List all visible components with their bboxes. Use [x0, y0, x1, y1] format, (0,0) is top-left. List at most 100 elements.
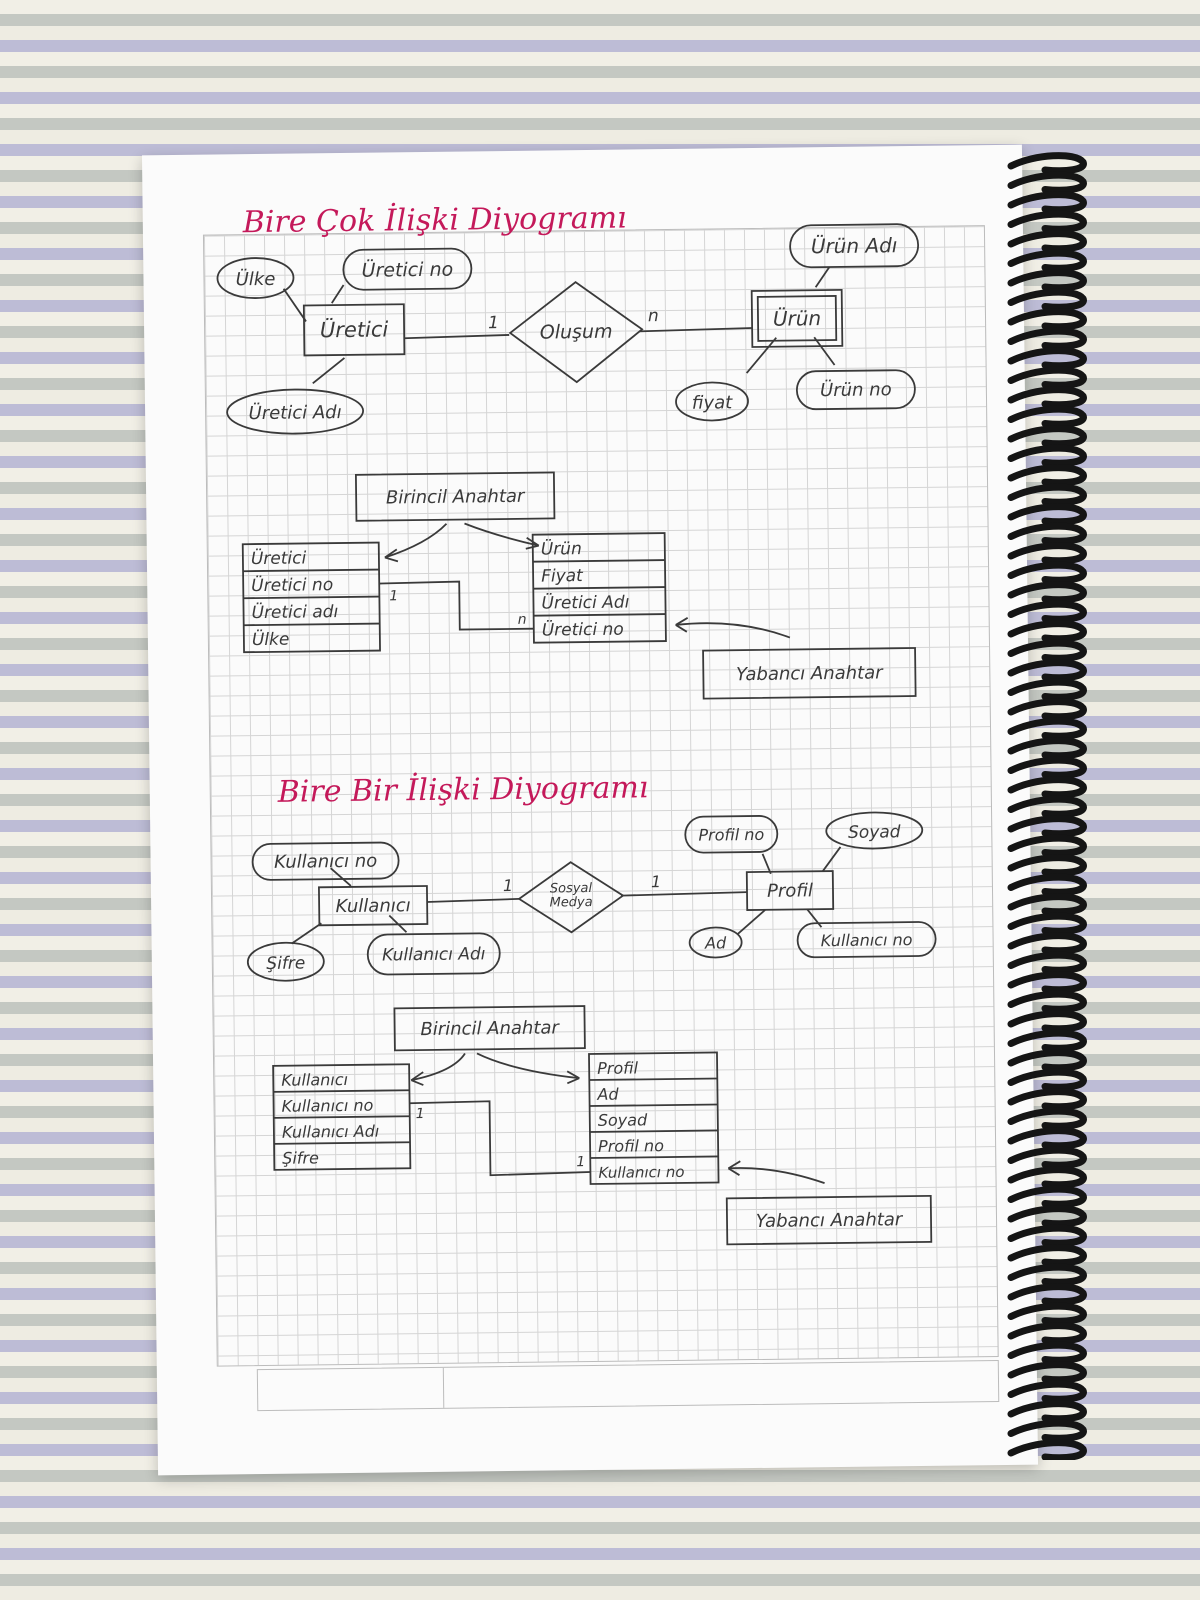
- attr-uretici-no: Üretici no: [342, 247, 473, 291]
- spiral-coil: [1007, 1088, 1087, 1111]
- svg-text:Sosyal: Sosyal: [550, 881, 593, 897]
- spiral-coil: [1007, 678, 1087, 701]
- table-uretici-row: Ülke: [252, 628, 290, 650]
- spiral-binding: [1007, 152, 1087, 1460]
- svg-text:Birincil Anahtar: Birincil Anahtar: [420, 1017, 560, 1040]
- entity-uretici: Üretici: [302, 303, 406, 357]
- spiral-coil: [1007, 249, 1087, 272]
- spiral-coil: [1007, 639, 1087, 662]
- spiral-coil: [1007, 834, 1087, 857]
- svg-text:Ülke: Ülke: [236, 268, 276, 290]
- relationship-sosyal-medya: Sosyal Medya: [517, 861, 625, 934]
- svg-text:Oluşum: Oluşum: [540, 321, 613, 344]
- table-urun: Ürün Fiyat Üretici Adı Üretici no: [531, 532, 667, 644]
- spiral-coil: [1007, 561, 1087, 584]
- spiral-coil: [1007, 327, 1087, 350]
- spiral-coil: [1007, 893, 1087, 916]
- spiral-coil: [1007, 542, 1087, 565]
- card-left: 1: [488, 313, 499, 333]
- spiral-coil: [1007, 698, 1087, 721]
- table-kullanici-row: Kullanıcı: [281, 1070, 348, 1090]
- spiral-coil: [1007, 1010, 1087, 1033]
- svg-text:1: 1: [389, 588, 398, 604]
- svg-text:Ad: Ad: [704, 933, 727, 952]
- arrow-pk-left-2: [411, 1053, 466, 1082]
- foreign-key-label-2: Yabancı Anahtar: [725, 1194, 933, 1246]
- entity-profil: Profil: [745, 870, 835, 911]
- spiral-coil: [1007, 308, 1087, 331]
- attr-ulke: Ülke: [216, 257, 295, 299]
- spiral-coil: [1007, 288, 1087, 311]
- spiral-coil: [1007, 230, 1087, 253]
- table-uretici-row: Üretici: [251, 546, 307, 569]
- relationship-olusum: Oluşum: [508, 281, 644, 384]
- spiral-coil: [1007, 815, 1087, 838]
- spiral-coil: [1007, 951, 1087, 974]
- spiral-coil: [1007, 522, 1087, 545]
- table-kullanici-row: Şifre: [282, 1148, 319, 1167]
- spiral-coil: [1007, 483, 1087, 506]
- spiral-coil: [1007, 1361, 1087, 1384]
- primary-key-label-2: Birincil Anahtar: [393, 1005, 586, 1052]
- table-profil-row: Ad: [596, 1085, 619, 1104]
- spiral-coil: [1007, 737, 1087, 760]
- svg-text:Kullanıcı no: Kullanıcı no: [274, 851, 377, 873]
- spiral-coil: [1007, 1127, 1087, 1150]
- spiral-coil: [1007, 581, 1087, 604]
- foreign-key-label-1: Yabancı Anahtar: [702, 647, 917, 700]
- spiral-coil: [1007, 659, 1087, 682]
- entity-kullanici: Kullanıcı: [318, 885, 429, 927]
- svg-text:Yabancı Anahtar: Yabancı Anahtar: [736, 662, 884, 685]
- attr-uretici-adi: Üretici Adı: [226, 388, 365, 435]
- fk-link-line-1: [379, 580, 534, 631]
- spiral-coil: [1007, 1380, 1087, 1403]
- table-uretici-row: Üretici adı: [251, 600, 338, 623]
- spiral-coil: [1007, 1341, 1087, 1364]
- table-kullanici: Kullanıcı Kullanıcı no Kullanıcı Adı Şif…: [272, 1063, 412, 1171]
- title-one-to-many: Bire Çok İlişki Diyogramı: [242, 200, 627, 241]
- svg-text:fiyat: fiyat: [692, 392, 734, 414]
- spiral-coil: [1007, 600, 1087, 623]
- spiral-coil: [1007, 1205, 1087, 1228]
- table-profil-row: Profil: [597, 1058, 639, 1078]
- spiral-coil: [1007, 990, 1087, 1013]
- spiral-coil: [1007, 405, 1087, 428]
- spiral-coil: [1007, 620, 1087, 643]
- spiral-coil: [1007, 1029, 1087, 1052]
- svg-text:1: 1: [416, 1106, 425, 1122]
- attr-ad: Ad: [688, 926, 743, 959]
- spiral-coil: [1007, 425, 1087, 448]
- table-urun-row: Üretici Adı: [541, 591, 629, 614]
- title-one-to-one: Bire Bir İlişki Diyogramı: [277, 769, 649, 810]
- spiral-coil: [1007, 1283, 1087, 1306]
- spiral-coil: [1007, 971, 1087, 994]
- svg-text:Üretici Adı: Üretici Adı: [248, 401, 341, 424]
- svg-text:Kullanıcı no: Kullanıcı no: [821, 930, 913, 950]
- attr-urun-adi: Ürün Adı: [789, 223, 920, 269]
- attr-soyad: Soyad: [825, 811, 924, 850]
- attr-sifre: Şifre: [246, 941, 325, 982]
- handwritten-diagrams: Bire Çok İlişki Diyogramı Ülke Üretici n…: [216, 200, 937, 1246]
- svg-text:Yabancı Anahtar: Yabancı Anahtar: [756, 1209, 904, 1232]
- card-right: n: [648, 306, 659, 326]
- entity-urun-weak: Ürün: [750, 288, 844, 348]
- svg-text:Kullanıcı: Kullanıcı: [335, 895, 410, 917]
- spiral-coil: [1007, 854, 1087, 877]
- attr-profil-no: Profil no: [684, 815, 779, 854]
- table-kullanici-row: Kullanıcı no: [281, 1096, 373, 1116]
- spiral-coil: [1007, 444, 1087, 467]
- spiral-coil: [1007, 152, 1087, 175]
- spiral-coil: [1007, 1419, 1087, 1442]
- table-urun-row: Üretici no: [542, 618, 624, 641]
- svg-text:Profil no: Profil no: [698, 825, 764, 845]
- attr-kullanici-no: Kullanıcı no: [251, 841, 400, 881]
- spiral-coil: [1007, 756, 1087, 779]
- spiral-coil: [1007, 932, 1087, 955]
- spiral-coil: [1007, 873, 1087, 896]
- spiral-coil: [1007, 1068, 1087, 1091]
- attr-urun-no: Ürün no: [795, 369, 916, 411]
- spiral-coil: [1007, 1166, 1087, 1189]
- svg-text:Soyad: Soyad: [848, 822, 901, 843]
- table-profil: Profil Ad Soyad Profil no Kullanıcı no: [588, 1051, 720, 1185]
- spiral-coil: [1007, 191, 1087, 214]
